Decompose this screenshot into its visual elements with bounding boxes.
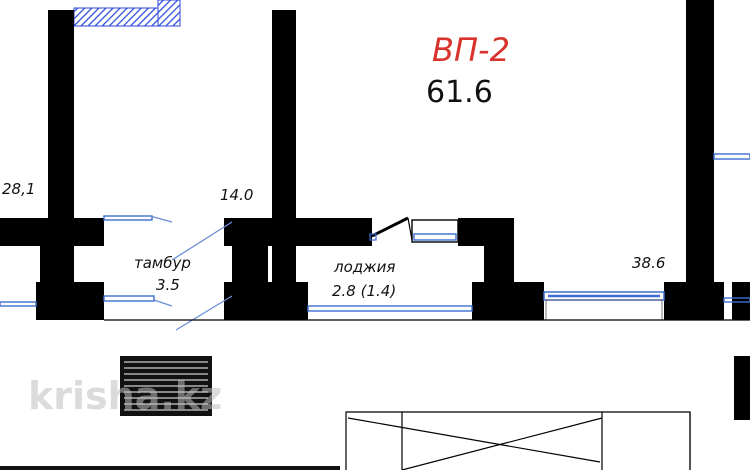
lower-outline bbox=[104, 319, 750, 470]
walls bbox=[0, 0, 750, 320]
windows bbox=[0, 153, 750, 312]
corner-wall bbox=[734, 356, 750, 420]
watermark: krisha.kz bbox=[28, 374, 223, 418]
hatched-wall bbox=[73, 0, 181, 27]
loggia-area: 2.8 (1.4) bbox=[332, 282, 397, 300]
room-area-38: 38.6 bbox=[632, 254, 666, 272]
room-area-28: 28,1 bbox=[2, 180, 36, 198]
apartment-title: ВП-2 bbox=[432, 31, 510, 69]
balcony-door bbox=[543, 291, 665, 321]
vestibule-name: тамбур bbox=[134, 254, 191, 272]
door-swings bbox=[149, 215, 233, 331]
loggia-name: лоджия bbox=[334, 258, 396, 276]
total-area: 61.6 bbox=[426, 75, 493, 110]
vestibule-area: 3.5 bbox=[156, 276, 180, 294]
bottom-edge bbox=[0, 466, 340, 470]
loggia-door bbox=[369, 216, 459, 243]
room-area-14: 14.0 bbox=[220, 186, 254, 204]
vent-grille bbox=[120, 356, 212, 416]
